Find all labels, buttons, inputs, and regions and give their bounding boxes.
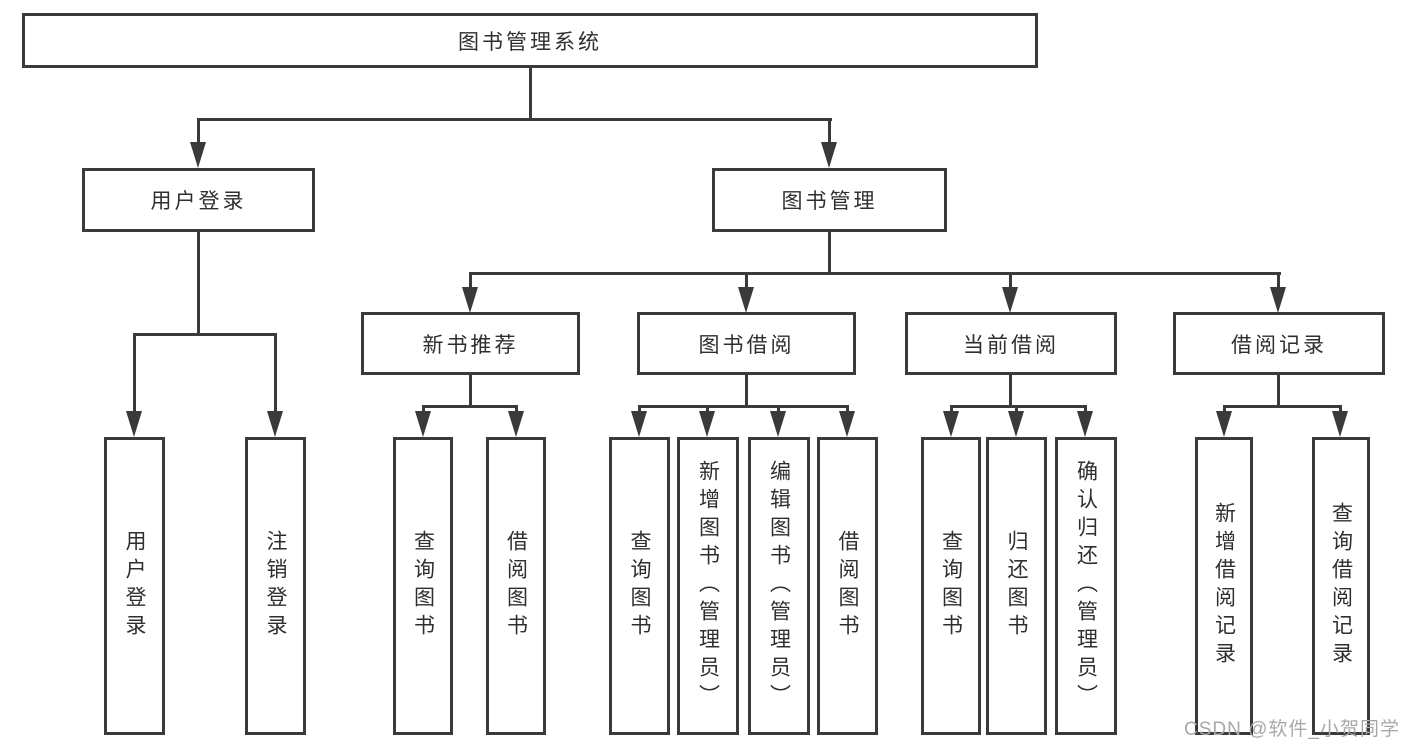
arrow-down-icon (1216, 411, 1232, 437)
leaf-query-books-current: 查询图书 (921, 437, 981, 735)
leaf-label: 查询图书 (411, 530, 435, 642)
connector-line (950, 405, 953, 415)
connector-line (469, 272, 472, 290)
connector-line (422, 405, 425, 415)
connector-line (197, 232, 200, 335)
leaf-label: 查询借阅记录 (1329, 502, 1353, 670)
arrow-down-icon (415, 411, 431, 437)
connector-line (1339, 405, 1342, 415)
connector-line (1009, 272, 1012, 290)
arrow-down-icon (699, 411, 715, 437)
connector-line (469, 375, 472, 407)
connector-line (1223, 405, 1341, 408)
connector-line (529, 68, 532, 120)
node-book-management: 图书管理 (712, 168, 947, 232)
arrow-down-icon (1008, 411, 1024, 437)
leaf-add-borrow-record: 新增借阅记录 (1195, 437, 1253, 735)
leaf-label: 归还图书 (1005, 530, 1028, 642)
leaf-user-login: 用户登录 (104, 437, 165, 735)
connector-line (274, 333, 277, 413)
leaf-query-books-borrow: 查询图书 (609, 437, 670, 735)
leaf-label: 注销登录 (264, 530, 287, 642)
leaf-label: 新增借阅记录 (1212, 502, 1236, 670)
arrow-down-icon (839, 411, 855, 437)
leaf-label: 查询图书 (628, 530, 651, 642)
connector-line (133, 333, 277, 336)
arrow-down-icon (738, 287, 754, 313)
arrow-down-icon (821, 142, 837, 168)
arrow-down-icon (508, 411, 524, 437)
leaf-label: 编辑图书（管理员） (767, 460, 791, 712)
connector-line (1009, 375, 1012, 407)
connector-line (1084, 405, 1087, 415)
connector-line (1015, 405, 1018, 415)
connector-line (777, 405, 780, 415)
node-current-borrow: 当前借阅 (905, 312, 1117, 375)
arrow-down-icon (267, 411, 283, 437)
arrow-down-icon (943, 411, 959, 437)
csdn-watermark: CSDN @软件_小贺同学 (1184, 719, 1400, 740)
node-user-login: 用户登录 (82, 168, 315, 232)
leaf-query-books-recommend: 查询图书 (393, 437, 453, 735)
connector-line (1277, 272, 1280, 290)
leaf-confirm-return-admin: 确认归还（管理员） (1055, 437, 1117, 735)
arrow-down-icon (1002, 287, 1018, 313)
arrow-down-icon (1270, 287, 1286, 313)
connector-line (133, 333, 136, 413)
leaf-logout-login: 注销登录 (245, 437, 306, 735)
connector-line (638, 405, 848, 408)
connector-line (197, 118, 832, 121)
leaf-label: 用户登录 (123, 530, 146, 642)
connector-line (422, 405, 518, 408)
leaf-label: 查询图书 (939, 530, 963, 642)
arrow-down-icon (631, 411, 647, 437)
node-borrow-records: 借阅记录 (1173, 312, 1385, 375)
leaf-add-books-admin: 新增图书（管理员） (677, 437, 739, 735)
arrow-down-icon (770, 411, 786, 437)
arrow-down-icon (1332, 411, 1348, 437)
node-book-borrow: 图书借阅 (637, 312, 856, 375)
connector-line (469, 272, 1281, 275)
connector-line (846, 405, 849, 415)
leaf-borrow-books: 借阅图书 (817, 437, 878, 735)
arrow-down-icon (1077, 411, 1093, 437)
leaf-query-borrow-record: 查询借阅记录 (1312, 437, 1370, 735)
node-library-system: 图书管理系统 (22, 13, 1038, 68)
leaf-label: 借阅图书 (504, 530, 528, 642)
leaf-edit-books-admin: 编辑图书（管理员） (748, 437, 810, 735)
connector-line (638, 405, 641, 415)
leaf-label: 确认归还（管理员） (1074, 460, 1098, 712)
leaf-label: 新增图书（管理员） (696, 460, 720, 712)
leaf-label: 借阅图书 (836, 530, 859, 642)
leaf-borrow-books-recommend: 借阅图书 (486, 437, 546, 735)
arrow-down-icon (190, 142, 206, 168)
connector-line (515, 405, 518, 415)
connector-line (745, 375, 748, 407)
connector-line (197, 118, 200, 146)
leaf-return-books: 归还图书 (986, 437, 1047, 735)
arrow-down-icon (126, 411, 142, 437)
connector-line (828, 118, 831, 146)
node-new-book-recommend: 新书推荐 (361, 312, 580, 375)
connector-line (706, 405, 709, 415)
connector-line (1223, 405, 1226, 415)
arrow-down-icon (462, 287, 478, 313)
connector-line (828, 232, 831, 274)
connector-line (950, 405, 1086, 408)
connector-line (745, 272, 748, 290)
connector-line (1277, 375, 1280, 407)
